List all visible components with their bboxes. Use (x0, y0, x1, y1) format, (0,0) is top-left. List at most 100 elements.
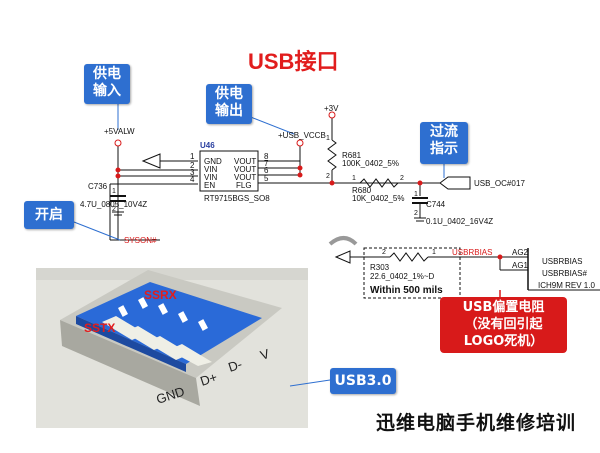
r680-pin-1: 1 (352, 175, 356, 182)
pin-4 (168, 344, 212, 366)
wires (109, 118, 600, 291)
pin-num-8: 8 (264, 152, 269, 161)
net-3v-label: +3V (324, 104, 339, 113)
label-sstx: SSTX (84, 321, 115, 335)
net-usb-vccb-label: +USB_VCCB (278, 131, 326, 140)
c744-pin-1: 1 (414, 191, 418, 198)
node-c744 (417, 180, 423, 186)
node-3v (328, 111, 336, 119)
r681-value: 100K_0402_5% (342, 159, 399, 168)
blue-tongue-edge (76, 316, 186, 372)
node-usb-vccb (296, 139, 304, 147)
r681-pin-1: 1 (326, 135, 330, 142)
pin-num-4: 4 (190, 175, 195, 184)
node-vin-2 (115, 167, 121, 173)
r680-label: R680 (352, 186, 372, 195)
gray-arrow-accent (328, 236, 358, 246)
r303-value: 22.6_0402_1%~D (370, 272, 435, 281)
pin-flg: FLG (236, 181, 252, 190)
chip-ref-label: U46 (200, 141, 215, 150)
c744-value: 0.1U_0402_16V4Z (426, 217, 493, 226)
pointer-usb3 (289, 379, 331, 387)
usb-bias-note: USB偏置电阻 （没有回引起 LOGO死机） (440, 297, 567, 353)
u46-chip (199, 150, 259, 192)
callout-power-input: 供电 输入 (84, 64, 130, 104)
net-usb-oc-label: USB_OC#0 (474, 179, 516, 188)
chip-part-label: RT9715BGS_SO8 (204, 194, 270, 203)
c736-label: C736 (88, 182, 108, 191)
r303-pin-2: 2 (382, 249, 386, 256)
pin-small-5 (198, 319, 208, 331)
gnd-flag-r303 (334, 250, 351, 264)
node-vout-6 (297, 172, 303, 178)
pointer-power-out (247, 115, 295, 135)
callout-power-input-line2: 输入 (93, 83, 121, 99)
r303-zigzag (389, 252, 429, 262)
node-vout-7 (297, 165, 303, 171)
r303-label: R303 (370, 263, 390, 272)
r680-value: 10K_0402_5% (352, 194, 405, 203)
callout-power-output-line1: 供电 (215, 86, 243, 102)
label-dminus: D- (226, 356, 244, 375)
r681-label: R681 (342, 151, 362, 160)
callout-enable-text: 开启 (35, 207, 63, 223)
callout-overcurrent-line2: 指示 (430, 141, 458, 157)
net-syson-label: SYSON# (124, 236, 157, 245)
usb-bias-note-line1: USB偏置电阻 (462, 300, 545, 315)
pin-small-4 (178, 311, 188, 323)
pin-small-2 (138, 297, 148, 309)
pin-num-1: 1 (190, 152, 195, 161)
usb-oc-page-ref: 17 (516, 179, 525, 188)
pin-num-6: 6 (264, 166, 269, 175)
pin-vin-b: VIN (204, 173, 218, 182)
within-500-mils-label: Within 500 mils (370, 285, 443, 296)
usb-bias-note-line3: LOGO死机） (463, 334, 544, 349)
c744-label: C744 (426, 200, 446, 209)
pin-small-3 (158, 303, 168, 315)
node-5valw (114, 139, 122, 147)
blue-tongue (76, 282, 262, 364)
ich-pin-usbrbias: USBRBIAS (542, 257, 582, 266)
net-usbrbias-label: USBRBIAS (452, 248, 492, 257)
usb-oc-flag (439, 176, 471, 190)
pin-num-7: 7 (264, 159, 269, 168)
callout-pointers (73, 100, 445, 387)
r681-zigzag (327, 139, 337, 171)
pin-num-3: 3 (190, 168, 195, 177)
net-5valw-label: +5VALW (104, 127, 135, 136)
pin-ag2: AG2 (512, 248, 529, 257)
callout-power-output: 供电 输出 (206, 84, 252, 124)
usb-bias-note-line2: （没有回引起 (464, 317, 543, 332)
ich-pin-usbrbias-n: USBRBIAS# (542, 269, 587, 278)
callout-overcurrent-line1: 过流 (430, 124, 458, 140)
callout-usb3-text: USB3.0 (334, 373, 392, 389)
c736-pin-2: 2 (112, 206, 116, 213)
within-500-mils-box (363, 247, 461, 299)
usb3-connector-photo: SSRX SSTX GND D+ D- V (36, 268, 308, 428)
node-vin-3 (115, 173, 121, 179)
pin-ag1: AG1 (512, 261, 529, 270)
gnd-flag-u46 (141, 153, 161, 169)
pin-vin-a: VIN (204, 165, 218, 174)
nodes (114, 111, 503, 260)
pointer-enable (73, 221, 121, 241)
ich-chip-label: ICH9M REV 1.0 (538, 281, 595, 290)
c736-value: 4.7U_0805_10V4Z (80, 200, 147, 209)
r303-pin-1: 1 (432, 249, 436, 256)
r681-pin-2: 2 (326, 173, 330, 180)
r680-zigzag (359, 178, 399, 188)
pin-num-5: 5 (264, 174, 269, 183)
callout-overcurrent: 过流 指示 (420, 122, 468, 164)
pin-en: EN (204, 181, 215, 190)
c744-pin-2: 2 (414, 210, 418, 217)
metal-shell-lip (60, 320, 200, 406)
connector-pins (102, 297, 212, 366)
callout-usb3: USB3.0 (330, 368, 396, 394)
pin-gnd: GND (204, 157, 222, 166)
c736-pin-1: 1 (112, 188, 116, 195)
callout-power-output-line2: 输出 (215, 103, 243, 119)
callout-enable: 开启 (24, 201, 74, 229)
callout-power-input-line1: 供电 (93, 66, 121, 82)
